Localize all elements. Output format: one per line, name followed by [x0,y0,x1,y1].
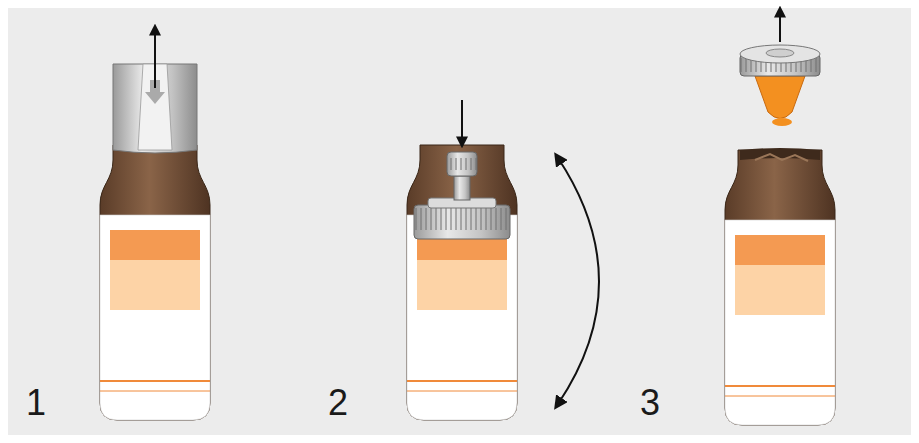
vial-3 [725,8,835,425]
panel [8,8,911,435]
callout-number: 1 [26,385,46,421]
vial-2 [407,100,599,420]
vial-1 [100,26,210,420]
callout-number: 2 [328,385,348,421]
callout-number: 3 [640,385,660,421]
